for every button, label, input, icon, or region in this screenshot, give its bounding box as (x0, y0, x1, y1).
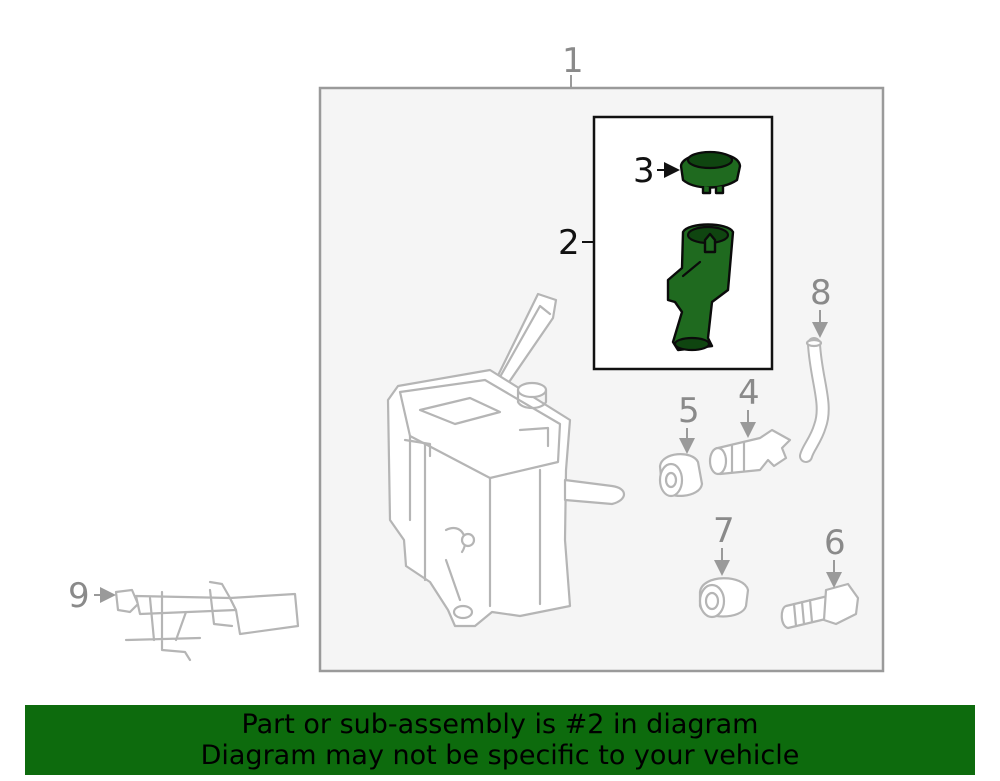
part-6-bolt (780, 582, 860, 630)
part-3-cap (679, 150, 742, 195)
banner-line-2: Diagram may not be specific to your vehi… (200, 740, 800, 771)
callout-4: 4 (738, 373, 760, 413)
callout-9: 9 (68, 576, 90, 616)
part-4-pump (708, 428, 792, 476)
part-9-sensor (114, 580, 300, 662)
callout-6: 6 (824, 523, 846, 563)
part-1-reservoir (386, 292, 626, 628)
info-banner: Part or sub-assembly is #2 in diagram Di… (25, 705, 975, 775)
part-8-hose (799, 337, 830, 463)
part-7-grommet (698, 577, 750, 619)
part-2-filler-neck (666, 223, 735, 352)
callout-8: 8 (810, 273, 832, 313)
callout-1: 1 (562, 41, 584, 81)
callout-5: 5 (678, 391, 700, 431)
callout-3: 3 (633, 151, 655, 191)
banner-line-1: Part or sub-assembly is #2 in diagram (241, 709, 759, 740)
callout-2: 2 (558, 223, 580, 263)
callout-7: 7 (713, 511, 735, 551)
part-5-grommet (658, 453, 704, 498)
